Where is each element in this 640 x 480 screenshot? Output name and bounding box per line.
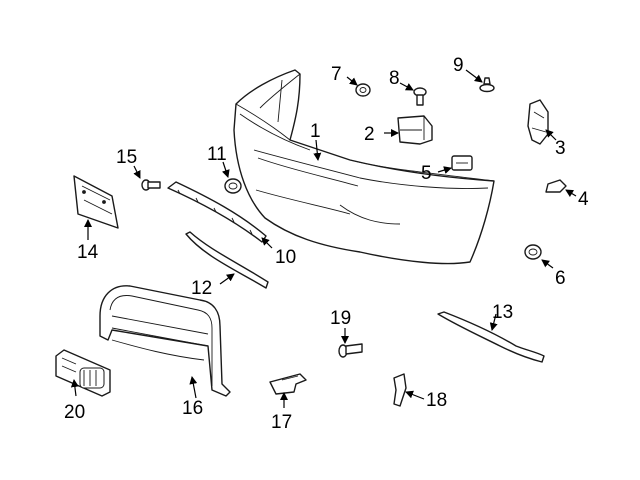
leader-10 xyxy=(261,237,273,249)
leader-4 xyxy=(565,189,577,198)
callout-13: 13 xyxy=(492,302,513,323)
side-bracket-part xyxy=(527,99,549,145)
bumper-cover xyxy=(233,69,495,265)
grommet-part-11 xyxy=(224,178,242,194)
callout-9: 9 xyxy=(453,55,464,76)
callout-6: 6 xyxy=(555,268,566,289)
bracket-part xyxy=(397,115,433,145)
leader-15 xyxy=(133,165,141,179)
hook-bracket-part-17 xyxy=(269,373,307,395)
callout-14: 14 xyxy=(77,242,99,263)
molding-strip-part-10 xyxy=(167,181,267,243)
leader-18 xyxy=(405,390,425,400)
leader-8 xyxy=(399,82,414,91)
callout-2: 2 xyxy=(364,124,375,145)
grommet-part-6 xyxy=(524,244,542,260)
callout-19: 19 xyxy=(330,308,351,329)
callout-11: 11 xyxy=(207,144,227,165)
callout-17: 17 xyxy=(271,412,292,433)
leader-9 xyxy=(465,69,483,83)
retainer-part-5 xyxy=(451,155,473,171)
callout-12: 12 xyxy=(191,278,212,299)
callout-3: 3 xyxy=(555,138,566,159)
callout-16: 16 xyxy=(182,398,203,419)
leader-lines xyxy=(70,69,577,408)
clip-part-4 xyxy=(545,179,567,193)
license-bracket-part-14 xyxy=(73,175,119,229)
callout-8: 8 xyxy=(389,68,400,89)
lower-strip-part-12 xyxy=(185,231,269,289)
callout-18: 18 xyxy=(426,390,447,411)
callout-4: 4 xyxy=(578,189,589,210)
screw-part-15 xyxy=(141,179,161,191)
callout-1: 1 xyxy=(310,121,321,142)
leader-12 xyxy=(219,273,235,285)
callout-labels: 1 2 3 4 5 6 7 8 9 10 11 12 13 14 15 16 1… xyxy=(64,55,589,433)
push-clip-part-9 xyxy=(479,77,495,93)
callout-10: 10 xyxy=(275,247,296,268)
leader-11 xyxy=(221,161,230,178)
clip-part-18 xyxy=(393,373,407,407)
bolt-part-8 xyxy=(413,87,427,106)
leader-5 xyxy=(437,166,452,174)
grille-guard-part-16 xyxy=(99,285,231,397)
callout-20: 20 xyxy=(64,402,85,423)
leader-20 xyxy=(70,379,79,397)
leader-7 xyxy=(346,76,358,86)
leader-6 xyxy=(541,259,554,269)
nut-part-7 xyxy=(355,83,371,97)
leader-16 xyxy=(189,376,198,399)
valance-strip-part-13 xyxy=(437,311,545,363)
callout-5: 5 xyxy=(421,163,432,184)
callout-7: 7 xyxy=(331,64,342,85)
pin-part-19 xyxy=(338,343,363,358)
callout-15: 15 xyxy=(116,147,137,168)
leader-3 xyxy=(545,129,557,141)
leader-13 xyxy=(489,313,498,331)
fog-light-part-20 xyxy=(55,349,111,397)
leader-1 xyxy=(313,139,322,161)
